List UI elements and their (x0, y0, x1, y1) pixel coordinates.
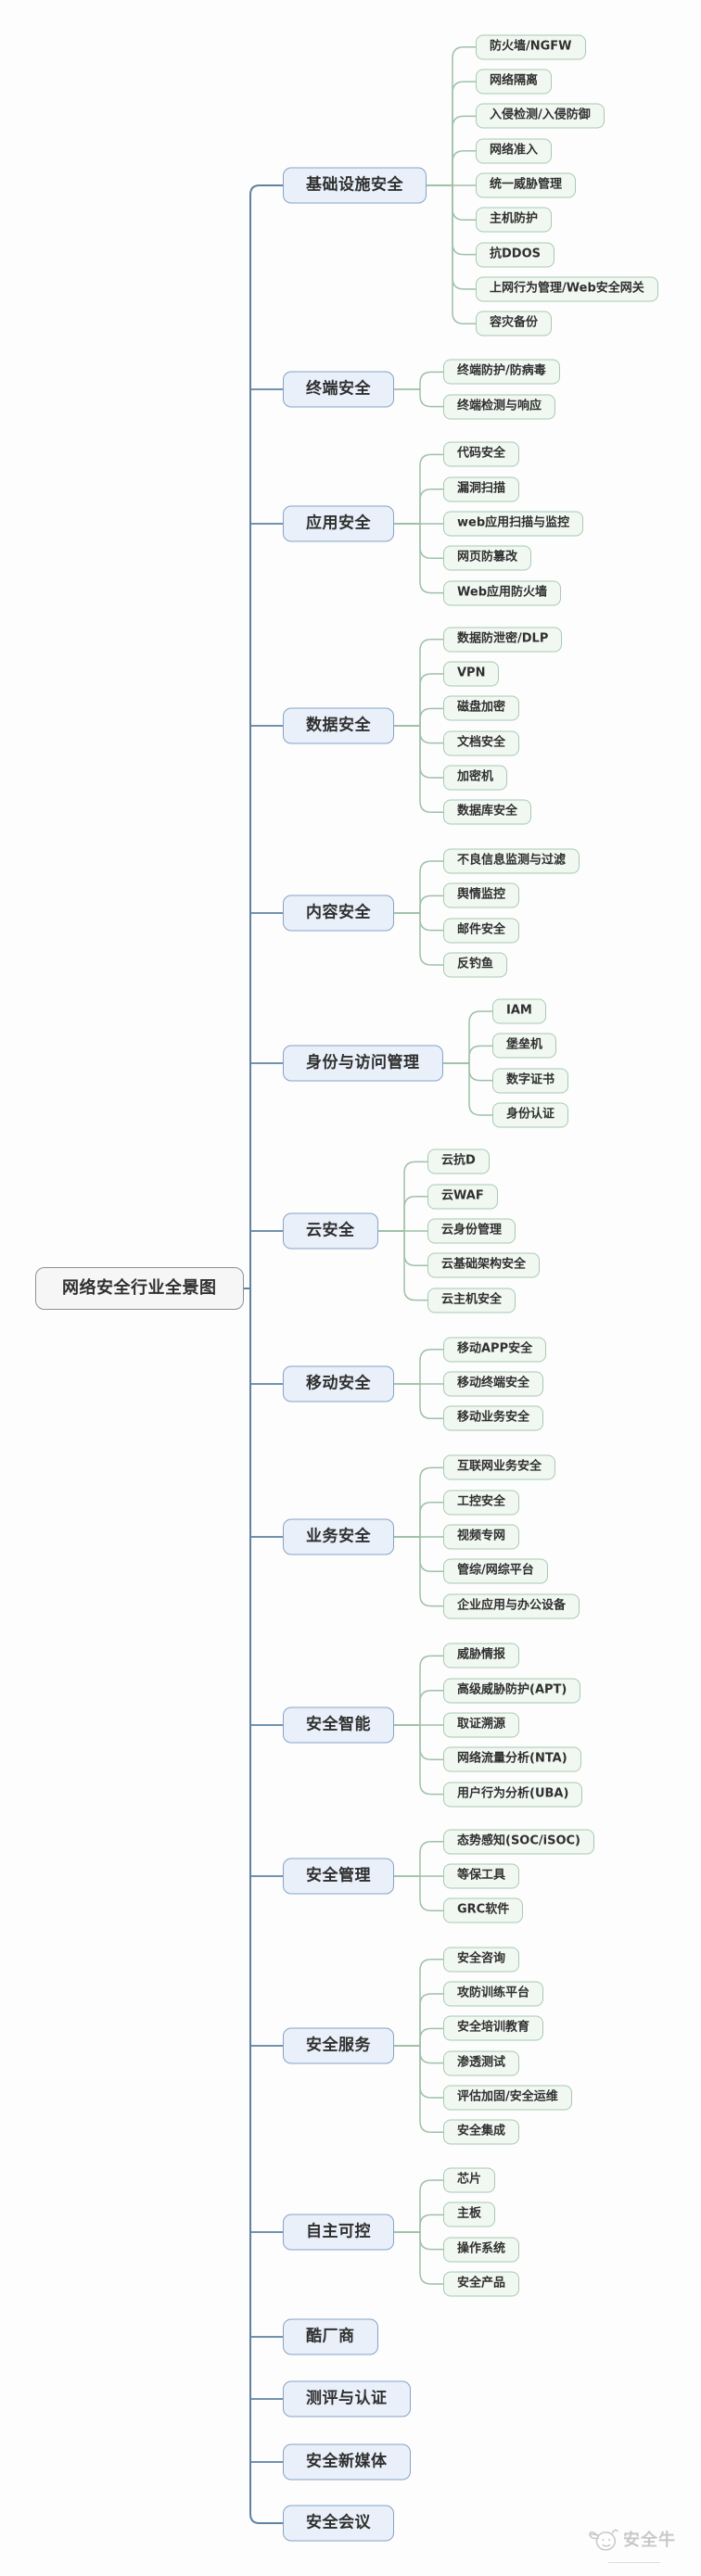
leaf-node: 终端防护/防病毒 (443, 359, 560, 385)
branch-node: 安全服务 (283, 2027, 394, 2064)
brand-watermark: 安全牛 (588, 2525, 676, 2563)
leaf-node: 文档安全 (443, 730, 520, 756)
leaf-node: 云主机安全 (427, 1288, 516, 1313)
leaf-node: 视频专网 (443, 1524, 520, 1550)
leaf-node: IAM (492, 998, 546, 1024)
branch-node: 安全管理 (283, 1858, 394, 1895)
branch-node: 数据安全 (283, 707, 394, 744)
leaf-node: 评估加固/安全运维 (443, 2085, 572, 2111)
branch-node: 酷厂商 (283, 2318, 378, 2355)
leaf-node: 安全咨询 (443, 1947, 520, 1973)
leaf-node: 攻防训练平台 (443, 1981, 544, 2007)
leaf-node: 终端检测与响应 (443, 394, 556, 420)
leaf-node: 移动终端安全 (443, 1371, 544, 1397)
leaf-node: 芯片 (443, 2167, 496, 2193)
cow-logo-icon (589, 2529, 618, 2551)
leaf-node: 网络准入 (476, 138, 553, 164)
leaf-node: 等保工具 (443, 1863, 520, 1889)
branch-node: 基础设施安全 (283, 167, 427, 204)
branch-node: 云安全 (283, 1212, 378, 1250)
branch-node: 安全智能 (283, 1707, 394, 1744)
leaf-node: 舆情监控 (443, 882, 520, 908)
branch-node: 内容安全 (283, 895, 394, 932)
leaf-node: 主板 (443, 2202, 496, 2227)
leaf-node: 反钓鱼 (443, 952, 508, 978)
leaf-node: 堡垒机 (492, 1033, 557, 1059)
leaf-node: 主机防护 (476, 207, 553, 233)
brand-underline (608, 2562, 660, 2563)
leaf-node: 企业应用与办公设备 (443, 1593, 580, 1619)
branch-node: 应用安全 (283, 505, 394, 542)
leaf-node: 身份认证 (492, 1102, 569, 1128)
leaf-node: 容灾备份 (476, 311, 553, 336)
branch-node: 自主可控 (283, 2214, 394, 2251)
leaf-node: 工控安全 (443, 1490, 520, 1516)
branch-node: 移动安全 (283, 1365, 394, 1402)
leaf-node: 云WAF (427, 1184, 498, 1210)
leaf-node: 安全集成 (443, 2119, 520, 2145)
branch-node: 身份与访问管理 (283, 1045, 443, 1082)
leaf-node: 统一威胁管理 (476, 172, 577, 198)
leaf-node: 邮件安全 (443, 918, 520, 944)
leaf-node: 云身份管理 (427, 1218, 516, 1244)
brand-name: 安全牛 (623, 2531, 676, 2550)
leaf-node: 数据库安全 (443, 799, 532, 825)
branch-node: 安全会议 (283, 2505, 394, 2542)
branch-node: 终端安全 (283, 371, 394, 408)
leaf-node: 云基础架构安全 (427, 1252, 541, 1278)
leaf-node: 管综/网综平台 (443, 1558, 548, 1584)
leaf-node: Web应用防火墙 (443, 580, 561, 606)
leaf-node: 用户行为分析(UBA) (443, 1782, 583, 1808)
leaf-node: 取证溯源 (443, 1712, 520, 1738)
leaf-node: 网络流量分析(NTA) (443, 1746, 581, 1772)
leaf-node: 网络隔离 (476, 69, 553, 95)
leaf-node: 互联网业务安全 (443, 1454, 556, 1480)
leaf-node: 安全产品 (443, 2271, 520, 2297)
branch-node: 业务安全 (283, 1518, 394, 1555)
leaf-node: 不良信息监测与过滤 (443, 848, 580, 874)
leaf-node: VPN (443, 661, 500, 687)
leaf-node: 数字证书 (492, 1068, 569, 1094)
leaf-node: 漏洞扫描 (443, 476, 520, 502)
leaf-node: 防火墙/NGFW (476, 34, 586, 60)
leaf-node: 入侵检测/入侵防御 (476, 103, 605, 129)
leaf-node: 安全培训教育 (443, 2015, 544, 2041)
root-node: 网络安全行业全景图 (35, 1267, 244, 1310)
leaf-node: 抗DDOS (476, 242, 554, 268)
leaf-node: 数据防泄密/DLP (443, 627, 563, 653)
leaf-node: 云抗D (427, 1148, 490, 1174)
leaf-node: web应用扫描与监控 (443, 511, 584, 537)
leaf-node: 移动APP安全 (443, 1337, 547, 1363)
leaf-node: 网页防篡改 (443, 545, 532, 571)
leaf-node: GRC软件 (443, 1897, 524, 1923)
leaf-node: 态势感知(SOC/iSOC) (443, 1829, 594, 1855)
leaf-node: 操作系统 (443, 2237, 520, 2263)
branch-node: 测评与认证 (283, 2380, 411, 2417)
leaf-node: 渗透测试 (443, 2050, 520, 2076)
branch-node: 安全新媒体 (283, 2443, 411, 2481)
leaf-node: 加密机 (443, 765, 508, 791)
leaf-node: 高级威胁防护(APT) (443, 1678, 581, 1704)
leaf-node: 移动业务安全 (443, 1405, 544, 1431)
leaf-node: 上网行为管理/Web安全网关 (476, 276, 658, 302)
leaf-node: 磁盘加密 (443, 695, 520, 721)
leaf-node: 威胁情报 (443, 1643, 520, 1669)
leaf-node: 代码安全 (443, 441, 520, 467)
